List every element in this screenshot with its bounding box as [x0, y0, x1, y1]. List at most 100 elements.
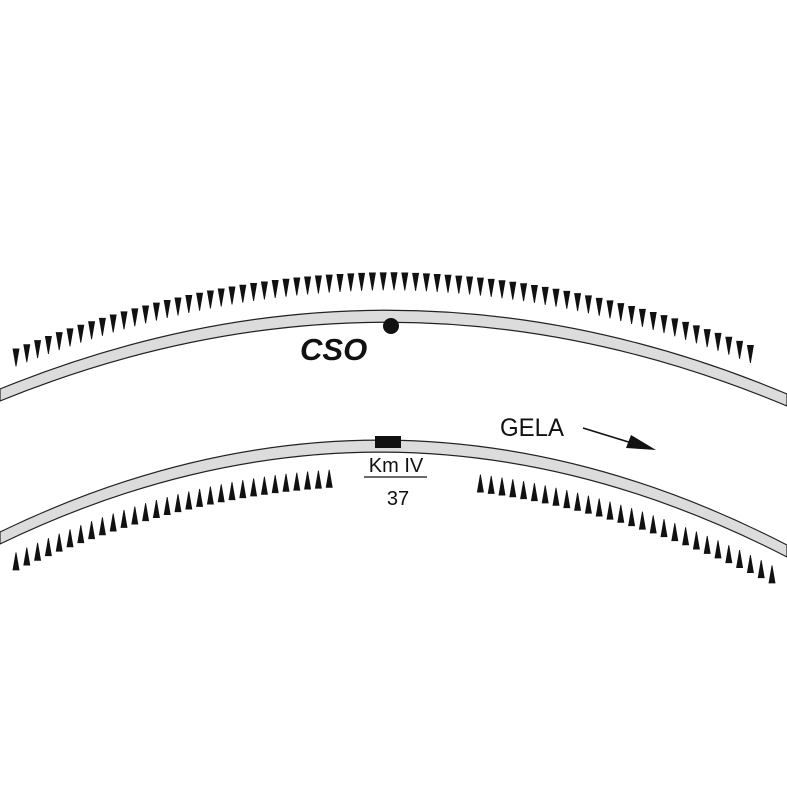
embankment-tick	[196, 292, 204, 311]
embankment-tick	[98, 517, 106, 536]
embankment-tick	[541, 485, 549, 504]
embankment-tick	[574, 492, 582, 511]
embankment-tick	[638, 511, 646, 530]
embankment-tick	[649, 515, 657, 534]
embankment-tick	[206, 486, 214, 505]
embankment-tick	[520, 481, 528, 500]
embankment-tick	[757, 560, 765, 579]
embankment-tick	[682, 321, 690, 340]
embankment-tick	[736, 549, 744, 568]
lower-embankment-ticks	[12, 469, 776, 584]
direction-arrow-icon	[582, 427, 656, 450]
km-value: 37	[387, 488, 409, 510]
embankment-tick	[660, 519, 668, 538]
embankment-tick	[152, 302, 160, 321]
embankment-tick	[325, 469, 333, 488]
embankment-tick	[671, 318, 679, 337]
embankment-tick	[509, 479, 517, 498]
embankment-tick	[595, 498, 603, 517]
embankment-tick	[152, 500, 160, 519]
embankment-tick	[379, 272, 387, 291]
embankment-tick	[228, 286, 236, 305]
embankment-tick	[628, 508, 636, 527]
embankment-tick	[44, 538, 52, 557]
embankment-tick	[487, 278, 495, 297]
embankment-tick	[12, 552, 20, 571]
station-dot-icon	[383, 318, 399, 334]
embankment-tick	[217, 484, 225, 503]
embankment-tick	[692, 531, 700, 550]
embankment-tick	[509, 281, 517, 300]
embankment-tick	[131, 506, 139, 525]
embankment-tick	[282, 278, 290, 297]
embankment-tick	[606, 300, 614, 319]
embankment-tick	[217, 288, 225, 307]
embankment-tick	[131, 308, 139, 327]
embankment-tick	[530, 285, 538, 304]
embankment-tick	[77, 324, 85, 343]
embankment-tick	[682, 527, 690, 546]
embankment-tick	[692, 325, 700, 344]
embankment-tick	[649, 311, 657, 330]
embankment-tick	[163, 299, 171, 318]
embankment-tick	[163, 497, 171, 516]
embankment-tick	[736, 340, 744, 359]
embankment-tick	[98, 317, 106, 336]
embankment-tick	[293, 277, 301, 296]
embankment-tick	[476, 277, 484, 296]
upper-embankment-ticks	[12, 272, 754, 367]
embankment-tick	[66, 529, 74, 548]
embankment-tick	[55, 332, 63, 351]
embankment-tick	[44, 336, 52, 355]
embankment-tick	[574, 293, 582, 312]
embankment-tick	[703, 329, 711, 348]
embankment-tick	[109, 314, 117, 333]
embankment-tick	[206, 290, 214, 309]
embankment-tick	[260, 476, 268, 495]
embankment-tick	[530, 483, 538, 502]
embankment-tick	[314, 275, 322, 294]
embankment-tick	[768, 565, 776, 584]
embankment-tick	[746, 554, 754, 573]
embankment-tick	[390, 272, 398, 291]
embankment-tick	[282, 473, 290, 492]
embankment-tick	[55, 533, 63, 552]
embankment-tick	[347, 273, 355, 292]
embankment-tick	[595, 297, 603, 316]
embankment-tick	[185, 491, 193, 510]
embankment-tick	[239, 284, 247, 303]
embankment-tick	[487, 475, 495, 494]
upper-track	[0, 309, 787, 407]
embankment-tick	[250, 478, 258, 497]
embankment-tick	[142, 503, 150, 522]
embankment-tick	[498, 477, 506, 496]
embankment-tick	[336, 273, 344, 292]
embankment-tick	[185, 295, 193, 314]
embankment-tick	[476, 474, 484, 493]
embankment-tick	[638, 308, 646, 327]
embankment-tick	[34, 340, 42, 359]
embankment-tick	[239, 480, 247, 499]
embankment-tick	[455, 275, 463, 294]
embankment-tick	[325, 274, 333, 293]
embankment-tick	[34, 542, 42, 561]
embankment-tick	[563, 490, 571, 509]
direction-label: GELA	[500, 414, 564, 442]
embankment-tick	[12, 348, 20, 367]
embankment-tick	[606, 501, 614, 520]
lower-track	[0, 439, 787, 558]
embankment-tick	[714, 332, 722, 351]
embankment-tick	[412, 272, 420, 291]
embankment-tick	[260, 281, 268, 300]
embankment-tick	[304, 471, 312, 490]
embankment-tick	[584, 495, 592, 514]
km-marker	[375, 436, 401, 448]
embankment-tick	[77, 525, 85, 544]
embankment-tick	[358, 272, 366, 291]
embankment-tick	[520, 283, 528, 302]
embankment-tick	[23, 344, 31, 363]
embankment-tick	[23, 547, 31, 566]
embankment-tick	[671, 523, 679, 542]
embankment-tick	[120, 509, 128, 528]
